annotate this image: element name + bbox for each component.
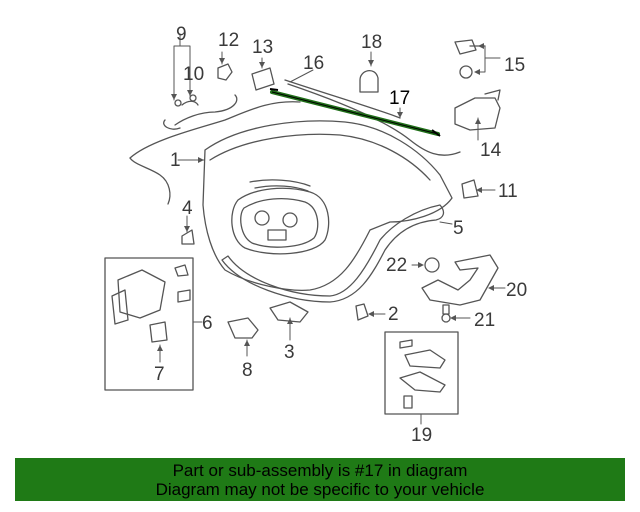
part-19-hinge-assembly [399, 339, 446, 409]
callout-21: 21 [474, 310, 495, 331]
callout-22: 22 [386, 255, 407, 276]
callout-10: 10 [183, 64, 204, 85]
callout-5: 5 [453, 218, 464, 239]
trunk-lid-part [202, 120, 453, 291]
part-4-clip [181, 229, 195, 245]
part-13-pad [251, 67, 275, 91]
banner-line-2: Diagram may not be specific to your vehi… [155, 480, 485, 499]
part-8-bracket [227, 317, 259, 339]
callout-19: 19 [411, 425, 432, 446]
callout-1: 1 [170, 150, 181, 171]
callout-4: 4 [182, 198, 193, 219]
banner-line-1: Part or sub-assembly is #17 in diagram [172, 461, 468, 480]
part-18-cap [359, 70, 379, 93]
part-14-latch [454, 89, 501, 131]
part-3-bracket [269, 301, 309, 323]
part-21-bolt [441, 304, 451, 323]
part-6-box [104, 257, 194, 391]
info-banner: Part or sub-assembly is #17 in diagram D… [15, 458, 625, 501]
callout-14: 14 [480, 140, 502, 161]
weatherstrip-part [221, 204, 445, 303]
callout-9: 9 [176, 24, 187, 45]
part-20-hinge [421, 254, 499, 306]
part-6-lock-assembly [111, 264, 191, 343]
arrow-heads [157, 43, 494, 351]
callout-2: 2 [388, 304, 399, 325]
part-2-nut [355, 303, 369, 321]
opener-cable-part [129, 94, 301, 205]
callout-15: 15 [504, 55, 525, 76]
callout-18: 18 [361, 32, 382, 53]
part-17-highlighted [269, 88, 441, 137]
part-11-bumper [461, 179, 479, 199]
callout-7: 7 [154, 364, 165, 385]
callout-17: 17 [389, 88, 410, 109]
callout-20: 20 [506, 280, 527, 301]
parts-diagram: 9 10 12 13 16 18 15 17 14 1 11 4 5 22 20… [104, 24, 527, 446]
callout-16: 16 [303, 53, 324, 74]
callout-11: 11 [498, 181, 518, 202]
callout-13: 13 [252, 37, 273, 58]
part-12-clip [217, 63, 233, 81]
callout-6: 6 [202, 313, 213, 334]
callout-12: 12 [218, 30, 239, 51]
part-22-grommet [424, 257, 440, 273]
callout-3: 3 [284, 342, 295, 363]
part-16-cable [284, 79, 461, 156]
callout-8: 8 [242, 360, 253, 381]
